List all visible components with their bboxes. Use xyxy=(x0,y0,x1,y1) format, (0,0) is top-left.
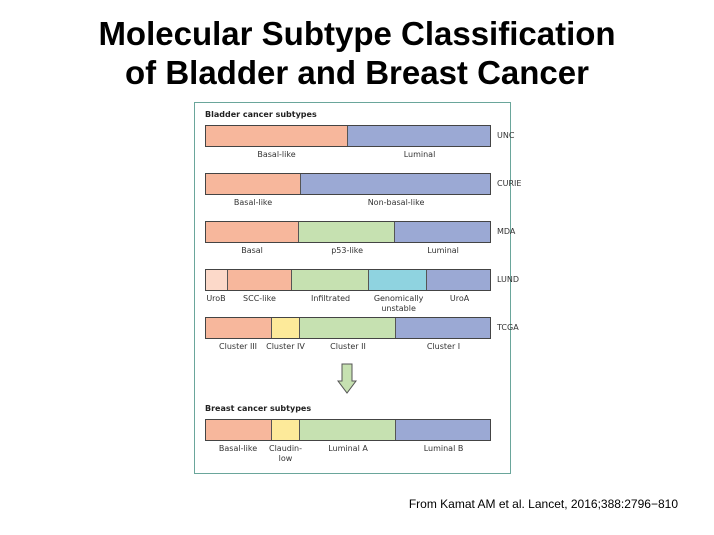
row-curie-label-basal-like: Basal-like xyxy=(233,198,273,207)
bladder-heading: Bladder cancer subtypes xyxy=(205,110,317,119)
row-lund-label-infiltrated: Infiltrated xyxy=(310,294,351,303)
row-curie-segment-basal-like xyxy=(206,174,302,194)
row-curie-name: CURIE xyxy=(497,179,522,188)
row-tcga-label-cluster-iv: Cluster IV xyxy=(266,342,305,351)
subtype-figure: Bladder cancer subtypes Breast cancer su… xyxy=(194,102,521,474)
row-tcga-segment-cluster-ii xyxy=(300,318,396,338)
row-lund-bar xyxy=(205,269,491,291)
row-lund-segment-genomically-unstable xyxy=(368,270,428,290)
title-line-2: of Bladder and Breast Cancer xyxy=(125,54,589,91)
row-unc-segment-luminal xyxy=(348,126,490,146)
row-lund-name: LUND xyxy=(497,275,520,284)
row-mda-segment-basal xyxy=(206,222,300,242)
row-breast-label-luminal-b: Luminal B xyxy=(423,444,464,453)
row-mda-bar xyxy=(205,221,491,243)
row-unc-label-luminal: Luminal xyxy=(403,150,436,159)
row-lund-segment-scc-like xyxy=(227,270,293,290)
row-breast-segment-luminal-a xyxy=(300,420,396,440)
row-tcga-name: TCGA xyxy=(497,323,519,332)
breast-heading: Breast cancer subtypes xyxy=(205,404,312,413)
row-mda-segment-p53-like xyxy=(299,222,395,242)
row-mda-name: MDA xyxy=(497,227,516,236)
row-curie-segment-non-basal-like xyxy=(301,174,490,194)
row-mda-label-basal: Basal xyxy=(241,246,263,255)
row-unc-label-basal-like: Basal-like xyxy=(257,150,296,159)
row-lund-segment-uroa xyxy=(427,270,490,290)
row-mda-label-p53-like: p53-like xyxy=(331,246,364,255)
row-tcga-bar xyxy=(205,317,491,339)
row-tcga-label-cluster-iii: Cluster III xyxy=(219,342,258,351)
row-lund-label-uroa: UroA xyxy=(449,294,470,303)
citation: From Kamat AM et al. Lancet, 2016;388:27… xyxy=(408,497,678,511)
row-tcga-label-cluster-ii: Cluster II xyxy=(330,342,366,351)
row-tcga-segment-cluster-iv xyxy=(271,318,301,338)
row-lund-segment-infiltrated xyxy=(292,270,369,290)
down-arrow-icon xyxy=(337,363,357,394)
title-line-1: Molecular Subtype Classification xyxy=(98,15,616,52)
row-mda-label-luminal: Luminal xyxy=(427,246,459,255)
row-unc-name: UNC xyxy=(497,131,515,140)
row-breast-label-luminal-a: Luminal A xyxy=(328,444,368,453)
row-breast-label-claudin-low: Claudin-low xyxy=(268,444,303,463)
row-breast-segment-basal-like xyxy=(206,420,272,440)
page-title: Molecular Subtype Classification of Blad… xyxy=(0,14,714,92)
row-breast-segment-luminal-b xyxy=(395,420,490,440)
row-tcga-segment-cluster-iii xyxy=(206,318,272,338)
row-lund-label-scc-like: SCC-like xyxy=(243,294,276,303)
row-curie-label-non-basal-like: Non-basal-like xyxy=(367,198,425,207)
row-breast-label-basal-like: Basal-like xyxy=(218,444,258,453)
row-breast-bar xyxy=(205,419,491,441)
row-unc-bar xyxy=(205,125,491,147)
row-lund-segment-urob xyxy=(206,270,228,290)
row-tcga-segment-cluster-i xyxy=(395,318,490,338)
row-breast-segment-claudin-low xyxy=(271,420,301,440)
row-mda-segment-luminal xyxy=(394,222,490,242)
row-tcga-label-cluster-i: Cluster I xyxy=(426,342,461,351)
row-lund-label-urob: UroB xyxy=(206,294,226,303)
row-curie-bar xyxy=(205,173,491,195)
row-unc-segment-basal-like xyxy=(206,126,348,146)
